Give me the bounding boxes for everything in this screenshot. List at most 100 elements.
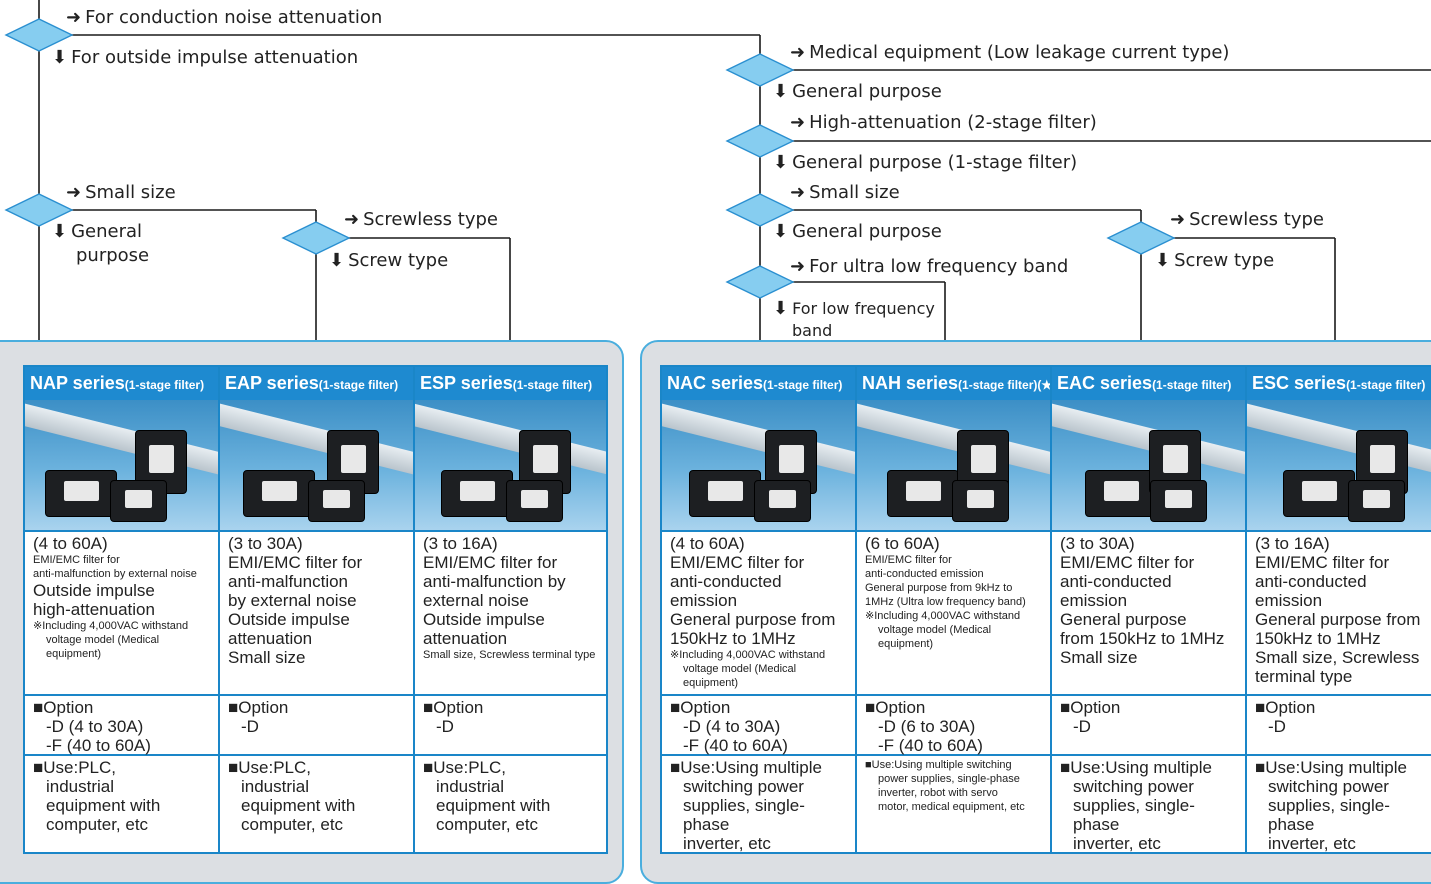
filter-unit [110, 480, 167, 522]
description-line: EMI/EMC filter for [1060, 553, 1195, 572]
description-line: emission [1060, 591, 1128, 610]
product-photo [220, 400, 413, 530]
description-line: EMI/EMC filter for [33, 554, 120, 566]
label-high-attenuation: ➜High-attenuation (2-stage filter) [790, 112, 1097, 133]
option-item: -D (4 to 30A) [46, 717, 144, 736]
description-line: Small size [1060, 648, 1138, 667]
down-arrow-icon: ⬇ [773, 298, 789, 319]
description-line: Outside impulse [228, 610, 350, 629]
label-general-purpose-1stage: ⬇General purpose (1-stage filter) [773, 152, 1078, 173]
card-options: ■Option-D (4 to 30A)-F (40 to 60A) [662, 694, 855, 755]
option-item: -D [241, 717, 259, 736]
label-low-frequency-2: band [792, 321, 833, 340]
series-subtitle: (1-stage filter) [763, 378, 843, 392]
right-arrow-icon: ➜ [344, 209, 360, 230]
option-item: -D [436, 717, 454, 736]
right-arrow-icon: ➜ [66, 182, 82, 203]
card-title: EAP series(1-stage filter) [220, 367, 413, 400]
description-line: anti-conducted emission [865, 568, 984, 580]
description-line: anti-malfunction by external noise [33, 568, 197, 580]
description-line: General purpose from [1255, 610, 1421, 629]
option-item: -F (40 to 60A) [46, 736, 151, 755]
use-line: ■Use:Using multiple [670, 758, 822, 777]
label-outside-impulse: ⬇For outside impulse attenuation [52, 47, 359, 68]
product-photo [25, 400, 218, 530]
description-line: anti-conducted emission [1255, 572, 1367, 610]
use-line: supplies, single-phase [683, 796, 805, 834]
down-arrow-icon: ⬇ [329, 250, 345, 271]
down-arrow-icon: ⬇ [1155, 250, 1171, 271]
series-name: NAP series [30, 373, 125, 393]
description-line: (3 to 30A) [1060, 534, 1135, 553]
decision-diamond [725, 124, 795, 158]
filter-unit [1283, 470, 1355, 517]
card-title: EAC series(1-stage filter) [1052, 367, 1245, 400]
product-card[interactable]: EAC series(1-stage filter) (3 to 30A)EMI/… [1050, 365, 1245, 854]
label-screwless-left: ➜Screwless type [344, 209, 498, 230]
use-line: supplies, single-phase [1073, 796, 1195, 834]
use-line: inverter, robot with servo [878, 787, 998, 799]
description-line: General purpose [1060, 610, 1187, 629]
product-card[interactable]: ESC series(1-stage filter) (3 to 16A)EMI/… [1245, 365, 1431, 854]
description-line: Small size, Screwless [1255, 648, 1420, 667]
description-line: anti-conducted emission [670, 572, 782, 610]
option-item: -D (4 to 30A) [683, 717, 781, 736]
down-arrow-icon: ⬇ [52, 47, 68, 68]
card-options: ■Option-D [220, 694, 413, 754]
product-card[interactable]: EAP series(1-stage filter) (3 to 30A)EMI/… [218, 365, 413, 854]
description-line: (3 to 16A) [1255, 534, 1330, 553]
use-line: power supplies, single-phase [878, 773, 1020, 785]
use-line: equipment with [241, 796, 356, 815]
use-line: switching power [683, 777, 804, 796]
card-title: NAC series(1-stage filter) [662, 367, 855, 400]
description-line: EMI/EMC filter for [228, 553, 363, 572]
product-photo [857, 400, 1050, 530]
option-item: -F (40 to 60A) [683, 736, 788, 755]
use-line: computer, etc [436, 815, 539, 834]
label-small-size-left: ➜Small size [66, 182, 176, 203]
label-screw-right: ⬇Screw type [1155, 250, 1275, 271]
din-rail [415, 400, 606, 478]
option-item: -F (40 to 60A) [878, 736, 983, 755]
description-line: ※Including 4,000VAC withstand [33, 620, 189, 632]
use-line: computer, etc [46, 815, 149, 834]
description-line: attenuation [228, 629, 313, 648]
description-line: 150kHz to 1MHz [670, 629, 796, 648]
description-line: voltage model (Medical equipment) [878, 624, 992, 650]
card-options: ■Option-D (6 to 30A)-F (40 to 60A) [857, 694, 1050, 755]
filter-unit [1085, 470, 1157, 517]
right-arrow-icon: ➜ [790, 42, 806, 63]
series-name: EAP series [225, 373, 319, 393]
option-item: -D [1073, 717, 1091, 736]
use-line: inverter, etc [683, 834, 771, 853]
label-medical: ➜Medical equipment (Low leakage current … [790, 42, 1230, 63]
description-line: from 150kHz to 1MHz [1060, 629, 1225, 648]
product-card[interactable]: ESP series(1-stage filter)(3 to 16A)EMI/… [413, 365, 608, 854]
series-subtitle: (1-stage filter) [1346, 378, 1426, 392]
card-title: ESC series(1-stage filter) [1247, 367, 1431, 400]
use-line: industrial [436, 777, 505, 796]
card-title: NAH series(1-stage filter)(★) [857, 367, 1050, 400]
description-line: 150kHz to 1MHz [1255, 629, 1381, 648]
din-rail [220, 400, 413, 478]
description-line: EMI/EMC filter for [1255, 553, 1390, 572]
flowchart-lines [4, 0, 1431, 368]
series-name: NAC series [667, 373, 764, 393]
product-card[interactable]: NAP series(1-stage filter)(4 to 60A)EMI/… [23, 365, 218, 854]
use-line: switching power [1073, 777, 1194, 796]
filter-unit [308, 480, 365, 522]
use-line: inverter, etc [1073, 834, 1161, 853]
description-line: ※Including 4,000VAC withstand [865, 610, 1021, 622]
description-line: ※Including 4,000VAC withstand [670, 649, 826, 661]
description-line: (6 to 60A) [865, 534, 940, 553]
product-card[interactable]: NAH series(1-stage filter)(★) (6 to 60A)E… [855, 365, 1050, 854]
product-card[interactable]: NAC series(1-stage filter)(4 to 60A)EMI/… [660, 365, 855, 854]
right-arrow-icon: ➜ [790, 256, 806, 277]
